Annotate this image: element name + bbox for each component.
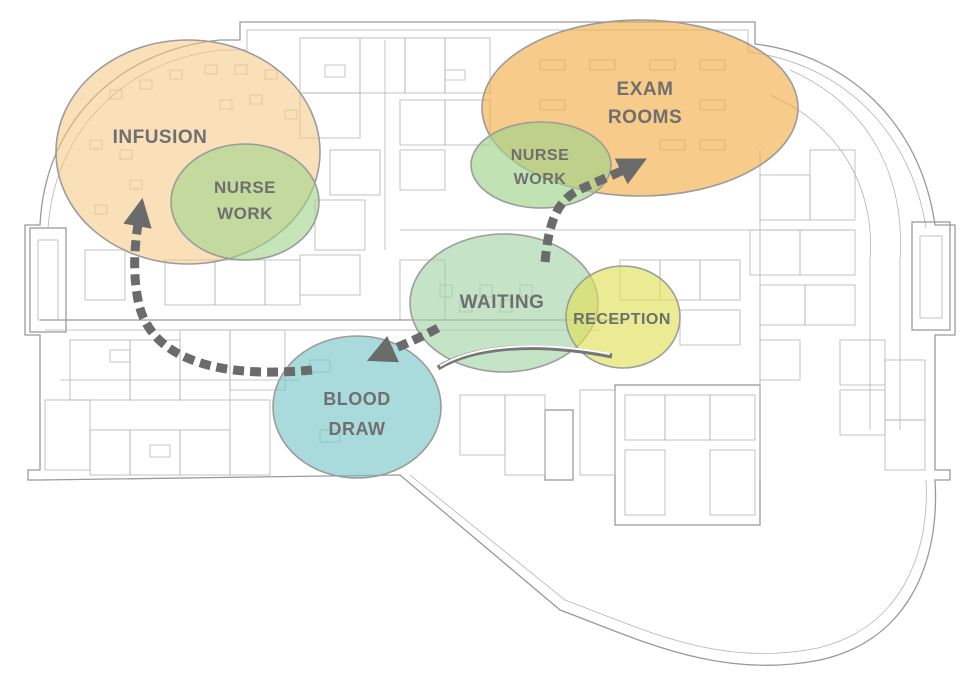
exam-rooms-line1: EXAM <box>617 79 674 100</box>
nurse-work-left-line1: NURSE <box>214 178 276 197</box>
blood-draw-bubble <box>272 335 442 479</box>
nurse-work-right-line2: WORK <box>514 171 567 188</box>
flow-arrow-waiting-to-exam-rooms <box>540 158 647 263</box>
blood-draw-line1: BLOOD <box>323 389 391 409</box>
exam-rooms-line2: ROOMS <box>608 107 682 128</box>
flow-arrow-waiting-to-blood-draw <box>366 324 441 363</box>
nurse-work-left-line2: WORK <box>217 204 273 223</box>
zone-reception: RECEPTION <box>565 265 681 369</box>
zone-waiting: WAITING <box>409 233 599 373</box>
waiting-label: WAITING <box>460 292 545 313</box>
infusion-label: INFUSION <box>113 127 208 148</box>
nurse-work-right-line1: NURSE <box>511 147 570 164</box>
zone-blood-draw: BLOOD DRAW <box>272 335 442 479</box>
zone-nurse-work-left: NURSE WORK <box>170 143 320 261</box>
flow-arrow-blood-draw-to-infusion <box>123 197 313 377</box>
reception-bubble <box>565 265 681 369</box>
flow-arrows <box>123 158 647 377</box>
nurse-work-left-bubble <box>170 143 320 261</box>
reception-label: RECEPTION <box>573 311 671 328</box>
blood-draw-line2: DRAW <box>329 419 386 439</box>
nurse-work-right-bubble <box>470 121 612 209</box>
entry-path-line-inner <box>439 345 611 367</box>
zone-nurse-work-right: NURSE WORK <box>470 121 612 209</box>
